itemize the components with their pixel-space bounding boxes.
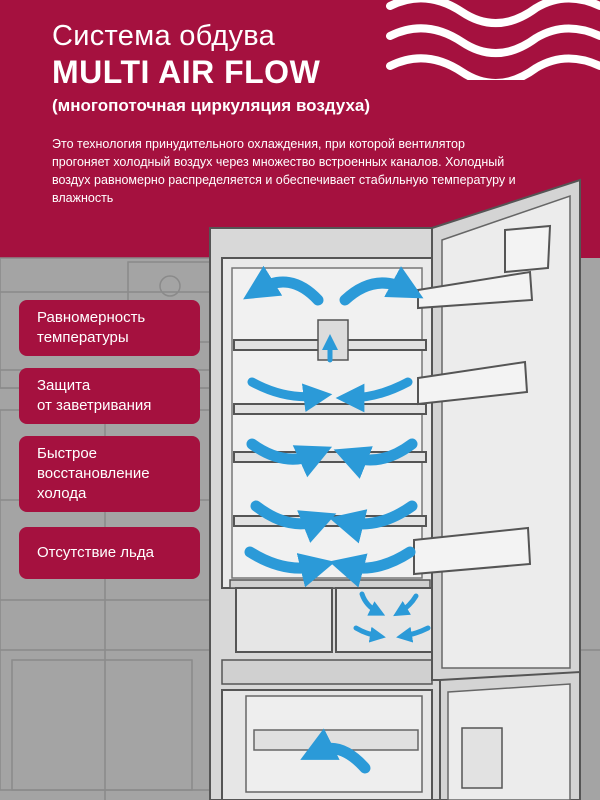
airflow-arrow-icon — [396, 625, 431, 643]
airflow-arrow-icon — [333, 438, 418, 479]
airflow-arrow-icon — [359, 591, 386, 616]
airflow-arrow-icon — [335, 377, 413, 413]
feature-card-temperature: Равномерность температуры — [19, 300, 200, 356]
feature-card-protection: Защита от заветривания — [19, 368, 200, 424]
airflow-arrows — [243, 265, 431, 774]
feature-line: Защита — [37, 377, 91, 394]
airflow-arrow-icon — [243, 265, 324, 306]
airflow-arrow-icon — [250, 500, 337, 543]
airflow-arrow-icon — [244, 546, 336, 588]
page-subtitle: (многопоточная циркуляция воздуха) — [52, 96, 371, 115]
airflow-arrow-icon — [246, 438, 333, 478]
airflow-arrow-icon — [328, 500, 418, 544]
feature-line: температуры — [37, 329, 129, 346]
feature-line: Отсутствие льда — [37, 544, 154, 561]
feature-line: Равномерность — [37, 309, 146, 326]
airflow-arrow-icon — [339, 266, 424, 306]
airflow-arrow-icon — [353, 625, 386, 643]
air-wave-icon — [386, 0, 600, 80]
airflow-arrow-icon — [393, 593, 419, 617]
feature-line: холода — [37, 485, 87, 502]
product-technology-name: MULTI AIR FLOW — [52, 54, 321, 90]
airflow-arrow-icon — [328, 546, 416, 588]
fridge-door — [413, 178, 581, 800]
description-text: Это технология принудительного охлаждени… — [52, 137, 516, 205]
feature-card-recovery: Быстрое восстановление холода — [19, 436, 200, 512]
page-title: Система обдува — [52, 20, 276, 52]
feature-card-no-ice: Отсутствие льда — [19, 527, 200, 579]
feature-line: от заветривания — [37, 397, 152, 414]
airflow-arrow-icon — [247, 377, 333, 413]
airflow-arrow-icon — [300, 728, 371, 774]
feature-line: восстановление — [37, 465, 150, 482]
feature-line: Быстрое — [37, 445, 98, 462]
